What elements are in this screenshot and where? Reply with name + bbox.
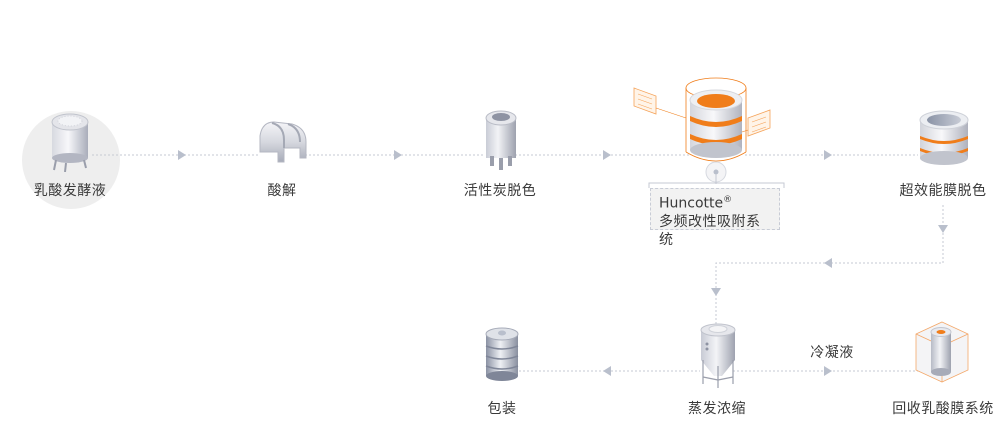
node-label-adsorption: 多频改性吸附系统 xyxy=(659,213,761,248)
evaporator-icon xyxy=(700,323,736,388)
arrow-right-icon xyxy=(178,150,186,160)
edge-label-condensate: 冷凝液 xyxy=(810,345,854,361)
callout-bracket xyxy=(648,182,785,188)
arrow-right-icon xyxy=(824,150,832,160)
adsorption-system-icon xyxy=(633,77,771,184)
arrow-right-icon xyxy=(394,150,402,160)
arrow-right-icon xyxy=(603,150,611,160)
carbon-column-icon xyxy=(485,110,517,170)
featured-node-callout: Huncotte® 多频改性吸附系统 xyxy=(650,188,780,248)
node-label-carbon: 活性炭脱色 xyxy=(463,183,537,199)
arrow-right-icon xyxy=(824,366,832,376)
node-label-evaporation: 蒸发浓缩 xyxy=(688,401,746,417)
keg-icon xyxy=(485,327,519,381)
node-label-recovery: 回收乳酸膜系统 xyxy=(892,401,994,417)
recovery-membrane-icon xyxy=(915,321,969,383)
arrow-left-icon xyxy=(824,258,832,268)
fermentation-tank-icon xyxy=(51,113,89,172)
node-label-membrane: 超效能膜脱色 xyxy=(899,183,987,199)
brand-name: Huncotte xyxy=(659,195,724,212)
node-label-fermentation: 乳酸发酵液 xyxy=(33,183,107,199)
node-label-acidolysis: 酸解 xyxy=(267,183,297,199)
arrow-down-icon xyxy=(938,225,948,233)
node-label-packaging: 包装 xyxy=(487,401,517,417)
arrow-left-icon xyxy=(603,366,611,376)
arrow-down-icon xyxy=(711,288,721,296)
acidolysis-tank-icon xyxy=(259,121,307,163)
registered-mark: ® xyxy=(723,195,733,205)
membrane-stack-icon xyxy=(919,110,969,165)
callout-brand: Huncotte® xyxy=(659,192,771,213)
